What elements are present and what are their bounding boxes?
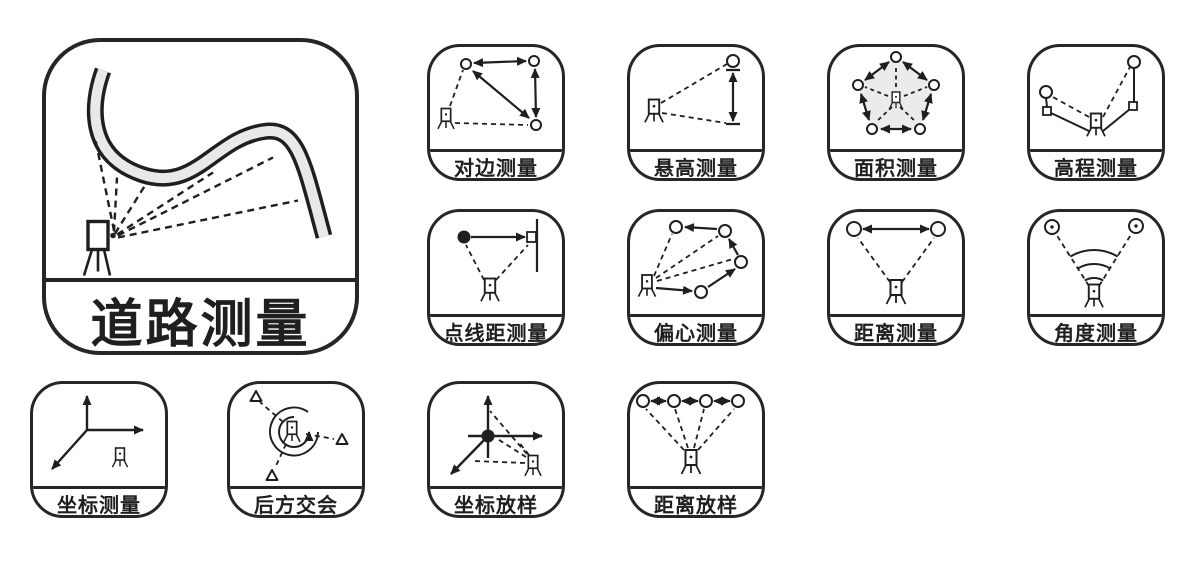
remote-elevation-measurement-icon (630, 47, 762, 149)
tile-distance-stakeout[interactable]: 距离放样 (627, 381, 765, 518)
tile-elevation-measurement[interactable]: 高程测量 (1027, 44, 1165, 181)
tile-resection[interactable]: 后方交会 (227, 381, 365, 518)
tile-label: 偏心测量 (630, 314, 762, 343)
area-measurement-icon (830, 47, 962, 149)
tile-label: 坐标测量 (33, 486, 165, 515)
tile-remote-elevation-measurement[interactable]: 悬高测量 (627, 44, 765, 181)
tile-coordinate-stakeout[interactable]: 坐标放样 (427, 381, 565, 518)
tile-label: 角度测量 (1030, 314, 1162, 343)
resection-icon (230, 384, 362, 486)
tile-offset-measurement[interactable]: 偏心测量 (627, 209, 765, 346)
tile-label: 高程测量 (1030, 149, 1162, 178)
point-line-distance-measurement-icon (430, 212, 562, 314)
tile-label: 对边测量 (430, 149, 562, 178)
tile-label: 距离放样 (630, 486, 762, 515)
tile-missing-line-measurement[interactable]: 对边测量 (427, 44, 565, 181)
tile-label: 坐标放样 (430, 486, 562, 515)
tile-area-measurement[interactable]: 面积测量 (827, 44, 965, 181)
tile-road-survey[interactable]: 道路测量 (42, 38, 359, 355)
tile-label: 道路测量 (46, 278, 355, 351)
tile-distance-measurement[interactable]: 距离测量 (827, 209, 965, 346)
tile-angle-measurement[interactable]: 角度测量 (1027, 209, 1165, 346)
tile-label: 距离测量 (830, 314, 962, 343)
tile-point-line-distance-measurement[interactable]: 点线距测量 (427, 209, 565, 346)
tile-label: 后方交会 (230, 486, 362, 515)
tile-coordinate-measurement[interactable]: 坐标测量 (30, 381, 168, 518)
coordinate-measurement-icon (33, 384, 165, 486)
tile-label: 点线距测量 (430, 314, 562, 343)
missing-line-measurement-icon (430, 47, 562, 149)
offset-measurement-icon (630, 212, 762, 314)
distance-stakeout-icon (630, 384, 762, 486)
road-survey-icon (46, 42, 355, 278)
angle-measurement-icon (1030, 212, 1162, 314)
coordinate-stakeout-icon (430, 384, 562, 486)
distance-measurement-icon (830, 212, 962, 314)
tile-label: 面积测量 (830, 149, 962, 178)
tile-label: 悬高测量 (630, 149, 762, 178)
elevation-measurement-icon (1030, 47, 1162, 149)
